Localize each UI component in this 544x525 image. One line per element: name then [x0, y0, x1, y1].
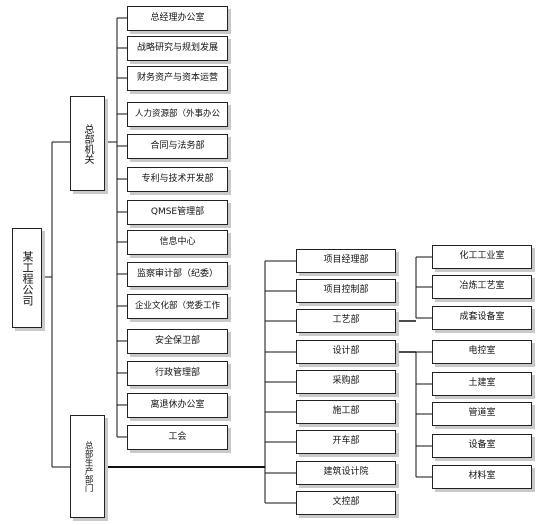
- hq-dept-finance: 财务资产与资本运营: [127, 66, 228, 91]
- hq-dept-strategy: 战略研究与规划发展: [127, 36, 228, 61]
- hq-dept-patent: 专利与技术开发部: [127, 167, 228, 192]
- process-sub-smelting: 冶炼工艺室: [432, 275, 532, 299]
- prod-dept-process: 工艺部: [296, 309, 396, 333]
- process-sub-equipment-set: 成套设备室: [432, 306, 532, 330]
- prod-dept-commissioning: 开车部: [296, 430, 396, 454]
- hq-node: 总部机关: [70, 96, 105, 191]
- prod-dept-procurement: 采购部: [296, 370, 396, 394]
- design-sub-piping: 管道室: [432, 402, 532, 426]
- process-sub-chemical: 化工工业室: [432, 245, 532, 269]
- design-sub-materials: 材料室: [432, 465, 532, 489]
- hq-dept-audit: 监察审计部（纪委）: [127, 262, 228, 287]
- design-sub-equipment: 设备室: [432, 434, 532, 458]
- hq-dept-culture: 企业文化部（党委工作: [127, 294, 228, 319]
- prod-dept-architecture: 建筑设计院: [296, 461, 396, 485]
- hq-dept-retirees: 离退休办公室: [127, 393, 228, 418]
- prod-node: 总部生产部门: [70, 415, 105, 518]
- prod-dept-construction: 施工部: [296, 400, 396, 424]
- hq-dept-general-office: 总经理办公室: [127, 6, 228, 31]
- hq-dept-security: 安全保卫部: [127, 329, 228, 354]
- root-node: 某工程公司: [12, 228, 42, 328]
- hq-dept-hr: 人力资源部（外事办公: [127, 102, 228, 127]
- prod-dept-design: 设计部: [296, 340, 396, 364]
- prod-dept-project-control: 项目控制部: [296, 279, 396, 303]
- prod-dept-project-manager: 项目经理部: [296, 249, 396, 273]
- hq-dept-union: 工会: [127, 425, 228, 450]
- hq-dept-admin: 行政管理部: [127, 361, 228, 386]
- design-sub-civil: 土建室: [432, 372, 532, 396]
- prod-dept-doc-control: 文控部: [296, 491, 396, 515]
- hq-dept-info-center: 信息中心: [127, 230, 228, 255]
- hq-dept-legal: 合同与法务部: [127, 134, 228, 159]
- hq-dept-qmse: QMSE管理部: [127, 200, 228, 225]
- design-sub-electrical: 电控室: [432, 340, 532, 364]
